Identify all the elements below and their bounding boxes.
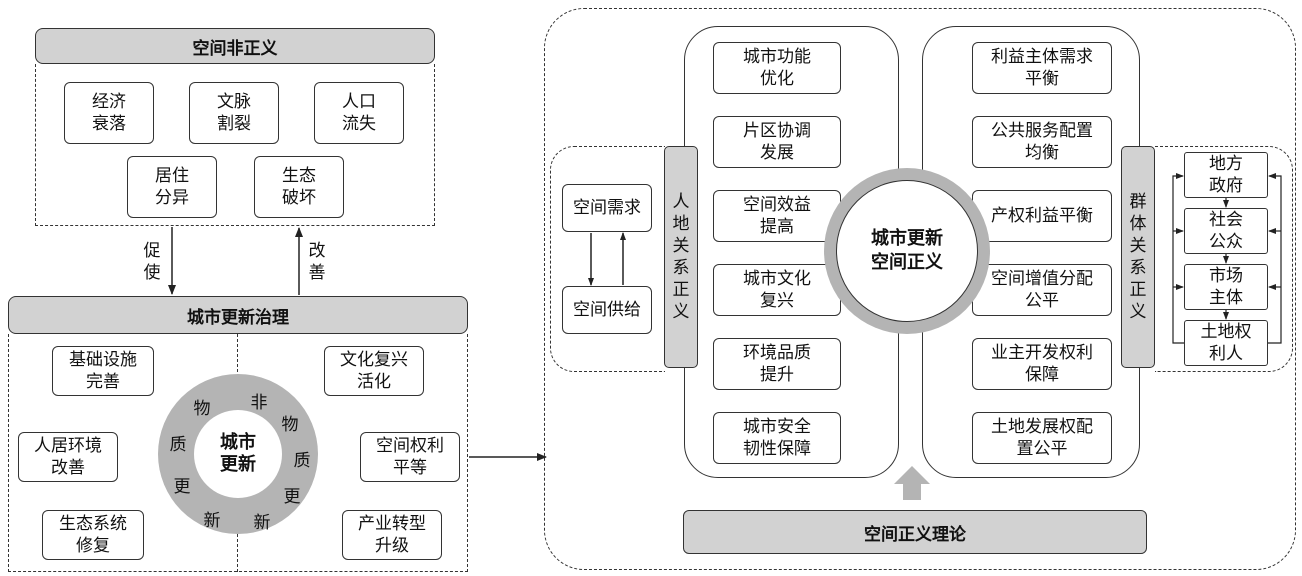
governance-item-cultural-revival: 文化复兴 活化 xyxy=(324,346,424,396)
justice-right-item: 空间增值分配 公平 xyxy=(972,264,1112,316)
justice-center: 城市更新 空间正义 xyxy=(836,180,978,322)
ring-char-left: 新 xyxy=(203,511,221,531)
ring-char-right: 非 xyxy=(250,393,268,413)
justice-left-item: 城市文化 复兴 xyxy=(713,264,841,316)
theory-label: 空间正义理论 xyxy=(864,524,966,545)
injustice-title: 空间非正义 xyxy=(192,38,278,59)
space-demand-box: 空间需求 xyxy=(562,184,652,232)
justice-right-item: 利益主体需求 平衡 xyxy=(972,42,1112,94)
justice-left-item: 空间效益 提高 xyxy=(713,190,841,242)
actor-market: 市场 主体 xyxy=(1184,264,1268,310)
governance-panel xyxy=(8,334,468,572)
justice-left-item: 城市安全 韧性保障 xyxy=(713,412,841,464)
arrow-label-improve: 改 善 xyxy=(308,241,326,283)
governance-title: 城市更新治理 xyxy=(187,307,289,328)
justice-right-item: 产权利益平衡 xyxy=(972,190,1112,242)
governance-item-industrial-upgrade: 产业转型 升级 xyxy=(342,510,442,560)
injustice-item-ecological-damage: 生态 破坏 xyxy=(254,156,344,218)
renewal-ring-label: 城市 更新 xyxy=(220,432,256,475)
injustice-item-economic-decline: 经济 衰落 xyxy=(64,82,154,144)
group-relation-bar: 群 体 关 系 正 义 xyxy=(1121,146,1155,368)
space-supply-box: 空间供给 xyxy=(562,286,652,334)
justice-center-label: 城市更新 空间正义 xyxy=(871,228,943,273)
actor-land-rights-holder: 土地权 利人 xyxy=(1184,320,1268,366)
ring-char-left: 质 xyxy=(169,435,187,455)
demand-supply-area xyxy=(550,146,665,372)
ring-char-right: 新 xyxy=(253,513,271,533)
justice-panel xyxy=(544,8,1296,570)
governance-item-infrastructure: 基础设施 完善 xyxy=(52,346,154,396)
ring-char-right: 质 xyxy=(293,451,311,471)
actor-public: 社会 公众 xyxy=(1184,208,1268,254)
ring-char-right: 物 xyxy=(281,415,299,435)
justice-right-item: 业主开发权利 保障 xyxy=(972,338,1112,390)
justice-left-item: 城市功能 优化 xyxy=(713,42,841,94)
actors-area xyxy=(1155,146,1293,372)
governance-item-living-environment: 人居环境 改善 xyxy=(18,432,118,482)
injustice-item-population-loss: 人口 流失 xyxy=(314,82,404,144)
ring-char-left: 更 xyxy=(173,477,191,497)
justice-right-item: 土地发展权配 置公平 xyxy=(972,412,1112,464)
governance-header: 城市更新治理 xyxy=(8,296,468,334)
ring-char-left: 物 xyxy=(193,399,211,419)
justice-right-column xyxy=(922,26,1140,478)
injustice-header: 空间非正义 xyxy=(35,28,435,64)
injustice-item-cultural-rupture: 文脉 割裂 xyxy=(189,82,279,144)
justice-left-item: 环境品质 提升 xyxy=(713,338,841,390)
actor-local-government: 地方 政府 xyxy=(1184,152,1268,198)
injustice-item-residential-segregation: 居住 分异 xyxy=(127,156,217,218)
justice-left-item: 片区协调 发展 xyxy=(713,116,841,168)
arrow-label-promote: 促 使 xyxy=(143,241,161,283)
ring-char-right: 更 xyxy=(283,487,301,507)
human-land-relation-bar: 人 地 关 系 正 义 xyxy=(664,146,698,368)
renewal-ring-center: 城市 更新 xyxy=(194,410,282,498)
governance-item-ecosystem: 生态系统 修复 xyxy=(42,510,144,560)
injustice-panel xyxy=(35,64,435,226)
governance-item-spatial-rights: 空间权利 平等 xyxy=(360,432,460,482)
justice-right-item: 公共服务配置 均衡 xyxy=(972,116,1112,168)
theory-bar: 空间正义理论 xyxy=(683,510,1147,554)
arrow-theory-up xyxy=(894,466,930,500)
